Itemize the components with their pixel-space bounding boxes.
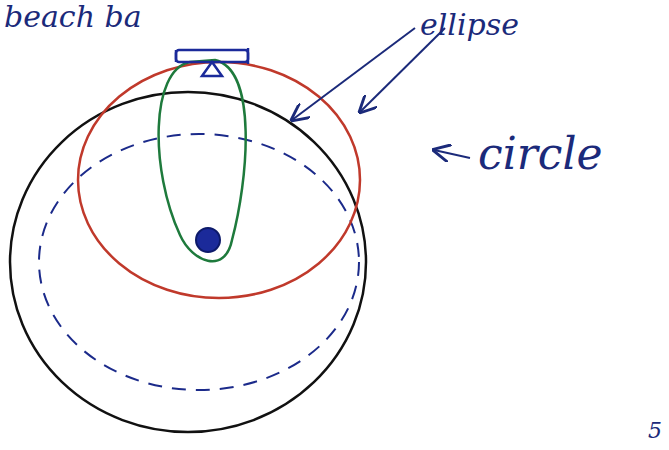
circle-orbit (10, 92, 366, 432)
leader-arrow (434, 150, 470, 158)
central-body (196, 228, 220, 252)
page-number: 5 (648, 420, 662, 442)
telescope-symbol (176, 48, 248, 76)
leader-arrow (292, 28, 415, 120)
dashed-ellipse (39, 134, 359, 390)
circle-label: circle (478, 132, 603, 176)
leader-arrow (360, 28, 445, 112)
cut-label: beach ba (4, 2, 142, 32)
eccentric-orbit (159, 60, 246, 261)
ellipse-label: ellipse (420, 10, 519, 40)
red-ellipse (78, 62, 360, 298)
